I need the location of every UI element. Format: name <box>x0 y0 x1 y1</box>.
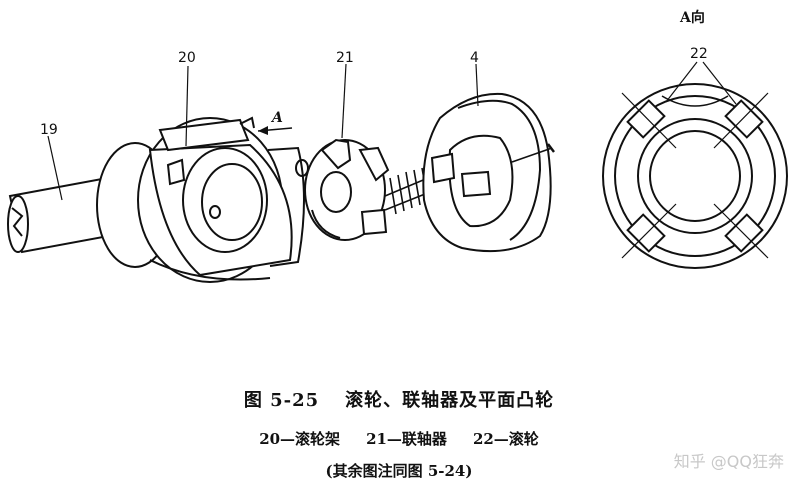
legend-item: 20—滚轮架 <box>259 430 341 448</box>
roller-22-top-right <box>713 92 769 149</box>
label-arrow-a: A <box>270 110 283 126</box>
leader-lines <box>47 61 737 201</box>
roller-22-top-left <box>621 92 677 149</box>
label-roller-frame-20: 20 <box>178 50 196 66</box>
threaded-stem <box>384 167 431 215</box>
label-view-a: A向 <box>679 9 705 26</box>
roller-frame-20 <box>96 116 309 283</box>
coupling-21 <box>304 138 390 241</box>
figure-note: (其余图注同图 5-24) <box>325 462 473 480</box>
cam-4 <box>422 92 555 253</box>
mechanical-diagram: 19 20 21 4 A A向 22 <box>7 9 788 283</box>
figure-number: 图 5-25 <box>243 390 320 411</box>
figure-legend: 20—滚轮架 21—联轴器 22—滚轮 <box>0 428 798 449</box>
figure-title: 滚轮、联轴器及平面凸轮 <box>345 390 555 411</box>
legend-item: 21—联轴器 <box>366 430 447 448</box>
legend-item: 22—滚轮 <box>472 430 539 448</box>
figure-caption-title: 图 5-25 滚轮、联轴器及平面凸轮 <box>0 386 798 412</box>
roller-22-bottom-left <box>621 203 677 259</box>
label-shaft-19: 19 <box>40 122 58 138</box>
roller-22-bottom-right <box>713 203 769 259</box>
label-cam-4: 4 <box>470 50 479 66</box>
view-arrow-a <box>257 126 293 135</box>
view-a-section <box>602 83 788 269</box>
watermark: 知乎 @QQ狂奔 <box>673 452 784 471</box>
label-coupling-21: 21 <box>336 50 354 66</box>
label-rollers-22: 22 <box>690 46 708 62</box>
